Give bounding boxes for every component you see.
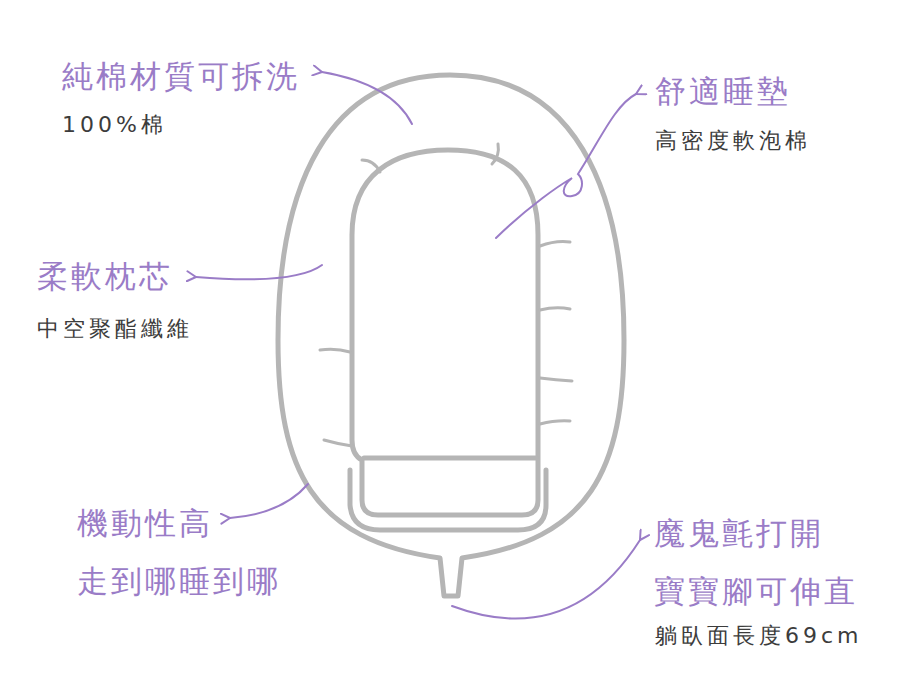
foot-flap-outline bbox=[350, 470, 546, 530]
feature-detail: 躺臥面長度69cm bbox=[655, 622, 863, 650]
leader-arrows bbox=[196, 72, 640, 619]
feature-title: 柔軟枕芯 bbox=[37, 258, 173, 295]
sleeping-mattress bbox=[352, 150, 538, 515]
feature-detail: 中空聚酯纖維 bbox=[37, 315, 193, 343]
cushion-tufts bbox=[320, 144, 572, 446]
mattress-foot-line bbox=[364, 456, 536, 461]
feature-detail: 100%棉 bbox=[62, 111, 167, 139]
nest-outer-ring bbox=[278, 75, 624, 596]
feature-title: 魔鬼氈打開 寶寶腳可伸直 bbox=[654, 504, 894, 620]
feature-detail: 高密度軟泡棉 bbox=[655, 127, 811, 155]
feature-title: 純棉材質可拆洗 bbox=[62, 58, 300, 95]
feature-title: 機動性高 走到哪睡到哪 bbox=[77, 494, 317, 610]
feature-title: 舒適睡墊 bbox=[655, 73, 791, 110]
